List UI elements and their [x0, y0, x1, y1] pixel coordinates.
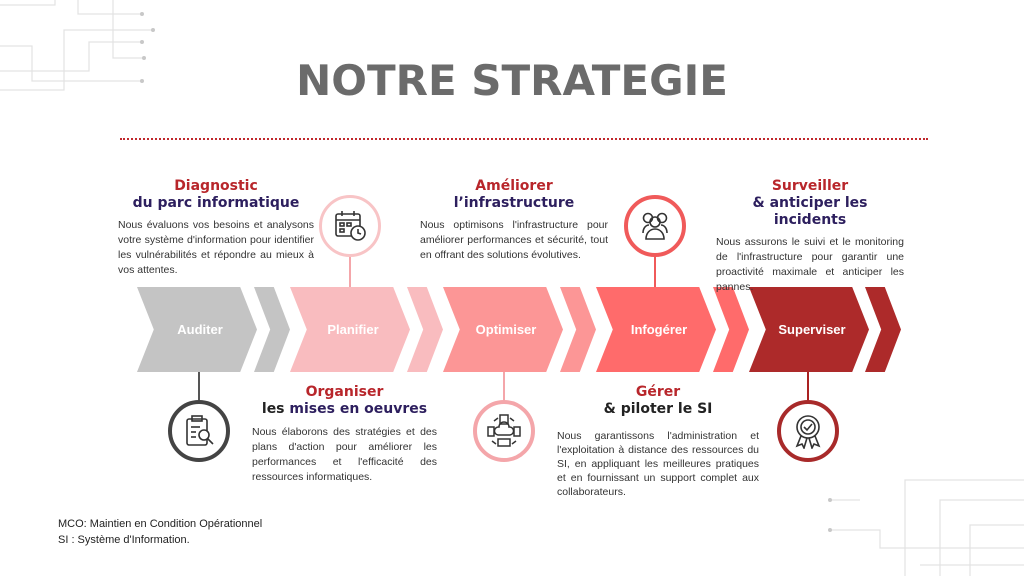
block-subheading: & piloter le SI	[603, 401, 713, 417]
block-subheading: les mises en oeuvres	[252, 401, 437, 418]
footnote-si: SI : Système d'Information.	[58, 534, 190, 546]
block-heading: Diagnostic	[174, 178, 258, 194]
block-diagnostic: Diagnostic du parc informatique Nous éva…	[118, 178, 314, 278]
block-heading: Organiser	[305, 384, 384, 400]
step-label: Infogérer	[630, 322, 688, 337]
block-text: Nous assurons le suivi et le monitoring …	[716, 236, 904, 293]
block-subheading: du parc informatique	[132, 195, 300, 211]
subheading-part: mises en oeuvres	[289, 401, 428, 417]
step-label: Planifier	[327, 322, 379, 337]
step-superviser: Superviser	[749, 287, 869, 372]
block-text: Nous optimisons l'infrastructure pour am…	[420, 219, 608, 261]
quality-circle	[777, 400, 839, 462]
block-text: Nous garantissons l'administration et l'…	[557, 430, 759, 498]
award-badge-icon	[795, 415, 821, 449]
connector-line	[349, 250, 351, 287]
audit-circle	[168, 400, 230, 462]
step-label: Optimiser	[475, 322, 537, 337]
circuit-decoration-top-left	[0, 0, 155, 91]
chevron-connector	[713, 287, 749, 372]
team-circle	[624, 195, 686, 257]
block-subheading: & anticiper les incidents	[752, 195, 868, 228]
step-planifier: Planifier	[290, 287, 410, 372]
clipboard-search-icon	[186, 415, 214, 446]
circuit-decoration-bottom-right	[828, 479, 1024, 576]
block-heading: Gérer	[635, 384, 681, 400]
chevron-connector	[865, 287, 901, 372]
block-text: Nous élaborons des stratégies et des pla…	[252, 426, 437, 483]
block-subheading: l’infrastructure	[453, 195, 575, 211]
block-text: Nous évaluons vos besoins et analysons v…	[118, 219, 314, 276]
step-optimiser: Optimiser	[443, 287, 563, 372]
connector-line	[654, 250, 656, 287]
step-auditer: Auditer	[137, 287, 257, 372]
chevron-connector	[407, 287, 443, 372]
cloud-network-icon	[487, 414, 521, 447]
page-title: NOTRE STRATEGIE	[296, 56, 728, 105]
block-gerer: Gérer & piloter le SI Nous garantissons …	[557, 384, 759, 499]
block-surveiller: Surveiller & anticiper les incidents Nou…	[716, 178, 904, 295]
users-group-icon	[642, 212, 668, 240]
step-label: Superviser	[778, 322, 846, 337]
chevron-connector	[560, 287, 596, 372]
step-infogerer: Infogérer	[596, 287, 716, 372]
dotted-divider	[120, 138, 928, 140]
block-ameliorer: Améliorer l’infrastructure Nous optimiso…	[420, 178, 608, 263]
footnote-mco: MCO: Maintien en Condition Opérationnel	[58, 518, 263, 530]
connector-line	[503, 372, 505, 402]
block-heading: Améliorer	[475, 178, 553, 194]
calendar-clock-icon	[335, 211, 366, 241]
calendar-circle	[319, 195, 381, 257]
block-heading: Surveiller	[771, 178, 849, 194]
chevron-connector	[254, 287, 290, 372]
connector-line	[807, 372, 809, 402]
cloud-network-circle	[473, 400, 535, 462]
block-organiser: Organiser les mises en oeuvres Nous élab…	[252, 384, 437, 485]
subheading-part: les	[261, 401, 290, 417]
connector-line	[198, 372, 200, 402]
step-label: Auditer	[177, 322, 223, 337]
